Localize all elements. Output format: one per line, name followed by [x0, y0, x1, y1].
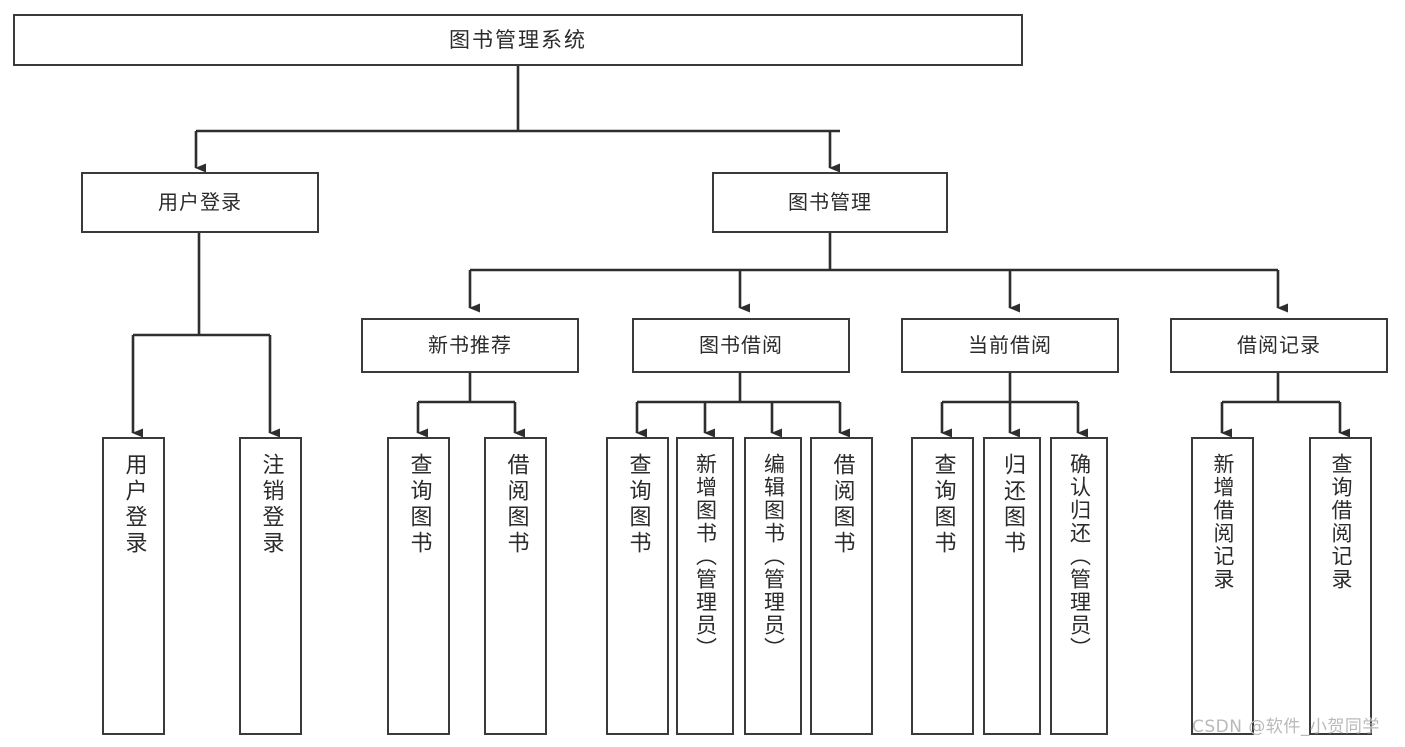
node-root-label: 图书管理系统: [449, 27, 587, 52]
node-user-login-label: 用户登录: [158, 190, 242, 214]
node-book-borrow[interactable]: 图书借阅: [632, 318, 850, 373]
node-new-book-recommend-label: 新书推荐: [428, 333, 512, 357]
leaf-query-book-3-label: 查询图书: [930, 453, 956, 557]
leaf-logout[interactable]: 注销登录: [239, 437, 302, 735]
leaf-query-book-2-label: 查询图书: [625, 453, 651, 557]
leaf-query-record[interactable]: 查询借阅记录: [1309, 437, 1372, 735]
node-book-manage-label: 图书管理: [788, 190, 872, 214]
leaf-user-login[interactable]: 用户登录: [102, 437, 165, 735]
leaf-add-book[interactable]: 新增图书（管理员）: [676, 437, 734, 735]
node-user-login[interactable]: 用户登录: [81, 172, 319, 233]
leaf-add-record[interactable]: 新增借阅记录: [1191, 437, 1254, 735]
leaf-borrow-book-2-label: 借阅图书: [829, 453, 855, 557]
leaf-edit-book[interactable]: 编辑图书（管理员）: [744, 437, 802, 735]
leaf-query-book-3[interactable]: 查询图书: [911, 437, 974, 735]
leaf-borrow-book-1[interactable]: 借阅图书: [484, 437, 547, 735]
leaf-confirm-return-label: 确认归还（管理员）: [1067, 453, 1092, 660]
leaf-return-book-label: 归还图书: [1000, 453, 1025, 557]
csdn-watermark: CSDN @软件_小贺同学: [1192, 717, 1380, 737]
leaf-user-login-label: 用户登录: [121, 453, 147, 557]
leaf-return-book[interactable]: 归还图书: [983, 437, 1041, 735]
leaf-logout-label: 注销登录: [258, 453, 284, 557]
node-book-manage[interactable]: 图书管理: [712, 172, 948, 233]
leaf-borrow-book-1-label: 借阅图书: [503, 453, 529, 557]
node-current-borrow-label: 当前借阅: [968, 333, 1052, 357]
leaf-query-book-2[interactable]: 查询图书: [606, 437, 669, 735]
leaf-edit-book-label: 编辑图书（管理员）: [761, 453, 786, 660]
leaf-query-record-label: 查询借阅记录: [1329, 453, 1353, 591]
leaf-add-book-label: 新增图书（管理员）: [693, 453, 718, 660]
node-root[interactable]: 图书管理系统: [13, 14, 1023, 66]
leaf-query-book-1[interactable]: 查询图书: [387, 437, 450, 735]
leaf-confirm-return[interactable]: 确认归还（管理员）: [1050, 437, 1108, 735]
node-borrow-record-label: 借阅记录: [1237, 333, 1321, 357]
leaf-borrow-book-2[interactable]: 借阅图书: [810, 437, 873, 735]
node-new-book-recommend[interactable]: 新书推荐: [361, 318, 579, 373]
node-book-borrow-label: 图书借阅: [699, 333, 783, 357]
leaf-query-book-1-label: 查询图书: [406, 453, 432, 557]
leaf-add-record-label: 新增借阅记录: [1211, 453, 1235, 591]
node-borrow-record[interactable]: 借阅记录: [1170, 318, 1388, 373]
node-current-borrow[interactable]: 当前借阅: [901, 318, 1119, 373]
